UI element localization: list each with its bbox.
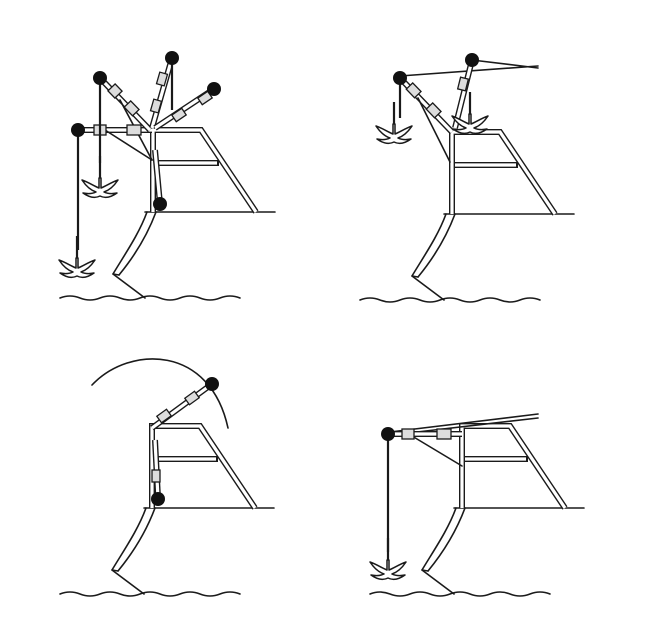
water-waves bbox=[359, 297, 541, 303]
panel-anchor-raised bbox=[359, 53, 574, 303]
crane-arms bbox=[71, 51, 221, 250]
water-waves bbox=[59, 591, 241, 597]
swing-arc bbox=[91, 358, 229, 429]
boat-stern bbox=[112, 426, 274, 594]
water-waves bbox=[59, 295, 241, 301]
boat-stern bbox=[113, 130, 275, 298]
anchor-icon bbox=[80, 154, 120, 199]
pulley-icon bbox=[393, 71, 407, 85]
boat-stern bbox=[422, 426, 584, 594]
pulley-icon bbox=[381, 427, 395, 441]
pulley-icon bbox=[71, 123, 85, 137]
boat-stern bbox=[412, 132, 574, 300]
panel-anchor-lowered bbox=[368, 413, 584, 597]
anchor-icon bbox=[57, 234, 97, 279]
anchor-icon bbox=[374, 100, 414, 145]
anchor-icon bbox=[368, 536, 408, 581]
panel-swing-arc bbox=[59, 358, 274, 597]
water-waves bbox=[369, 591, 551, 597]
panel-multiple-positions bbox=[57, 51, 275, 301]
pulley-icon bbox=[205, 377, 219, 391]
